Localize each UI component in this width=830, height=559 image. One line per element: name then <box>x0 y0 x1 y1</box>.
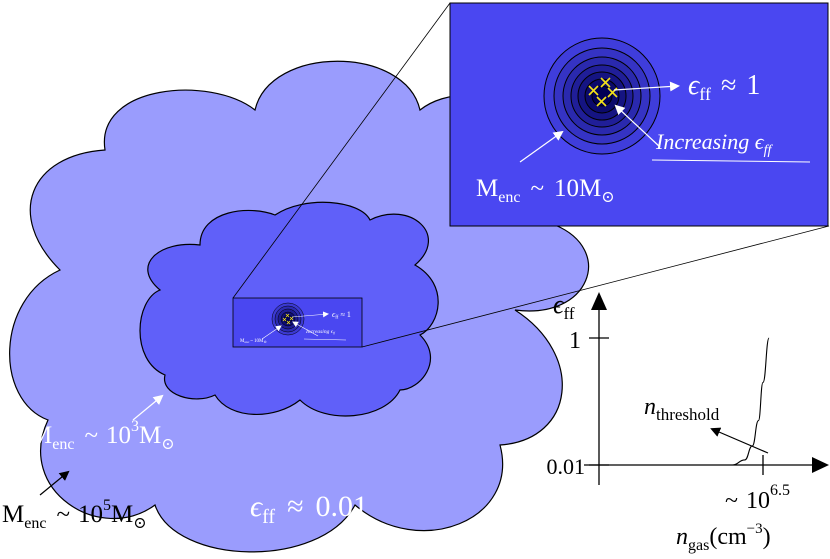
small-arrow-icon-2 <box>292 321 319 337</box>
small-underline <box>303 338 347 341</box>
outer-mass-arrow-icon <box>39 470 70 496</box>
x-cross-icon <box>588 77 618 107</box>
small-arrow-icon <box>291 311 329 318</box>
outer-eff-label: ϵff≈0.01 <box>250 490 368 528</box>
small-increasing-label: Increasing ϵff <box>305 329 336 335</box>
inset-mass-label: Menc~10M⊙ <box>476 175 615 206</box>
efficiency-curve <box>611 337 770 466</box>
x-axis-arrow-icon <box>812 457 829 473</box>
y-tick-label-0.01: 0.01 <box>547 454 586 479</box>
mass-arrow-icon <box>519 130 564 163</box>
x-axis-label: ngas(cm−3) <box>676 521 771 554</box>
small-x-cross-icon <box>282 313 294 325</box>
small-arrow-icon-3 <box>261 325 282 340</box>
small-eff-label: ϵff≈1 <box>332 310 351 321</box>
small-mass-label: Menc~10M⊙ <box>240 339 266 344</box>
small-inset: ϵff≈1 Increasing ϵff Menc~10M⊙ <box>232 297 363 348</box>
large-inset: ϵff≈1 Increasing ϵff Menc~10M⊙ <box>449 2 829 227</box>
efficiency-chart: ϵff 1 0.01 ~106.5 ngas(cm−3) nthreshold <box>547 290 829 554</box>
threshold-label: nthreshold <box>644 394 720 424</box>
y-axis-arrow-icon <box>591 292 607 310</box>
increasing-eff-label: Increasing ϵff <box>655 129 774 158</box>
increasing-arrow-icon <box>614 104 661 148</box>
x-tick-label: ~106.5 <box>725 482 790 514</box>
eff-arrow-icon <box>613 81 680 92</box>
zoom-line-bottom <box>361 225 830 348</box>
y-tick-label-1: 1 <box>569 328 581 354</box>
inner-mass-arrow-icon <box>132 394 164 421</box>
inner-mass-label: Menc~103M⊙ <box>30 418 175 453</box>
zoom-line-top <box>232 2 451 299</box>
increasing-underline <box>651 159 811 163</box>
outer-mass-label: Menc~105M⊙ <box>2 497 147 532</box>
y-axis-label: ϵff <box>553 290 575 323</box>
inset-eff-label: ϵff≈1 <box>688 70 760 104</box>
threshold-arrow-icon <box>710 427 769 454</box>
